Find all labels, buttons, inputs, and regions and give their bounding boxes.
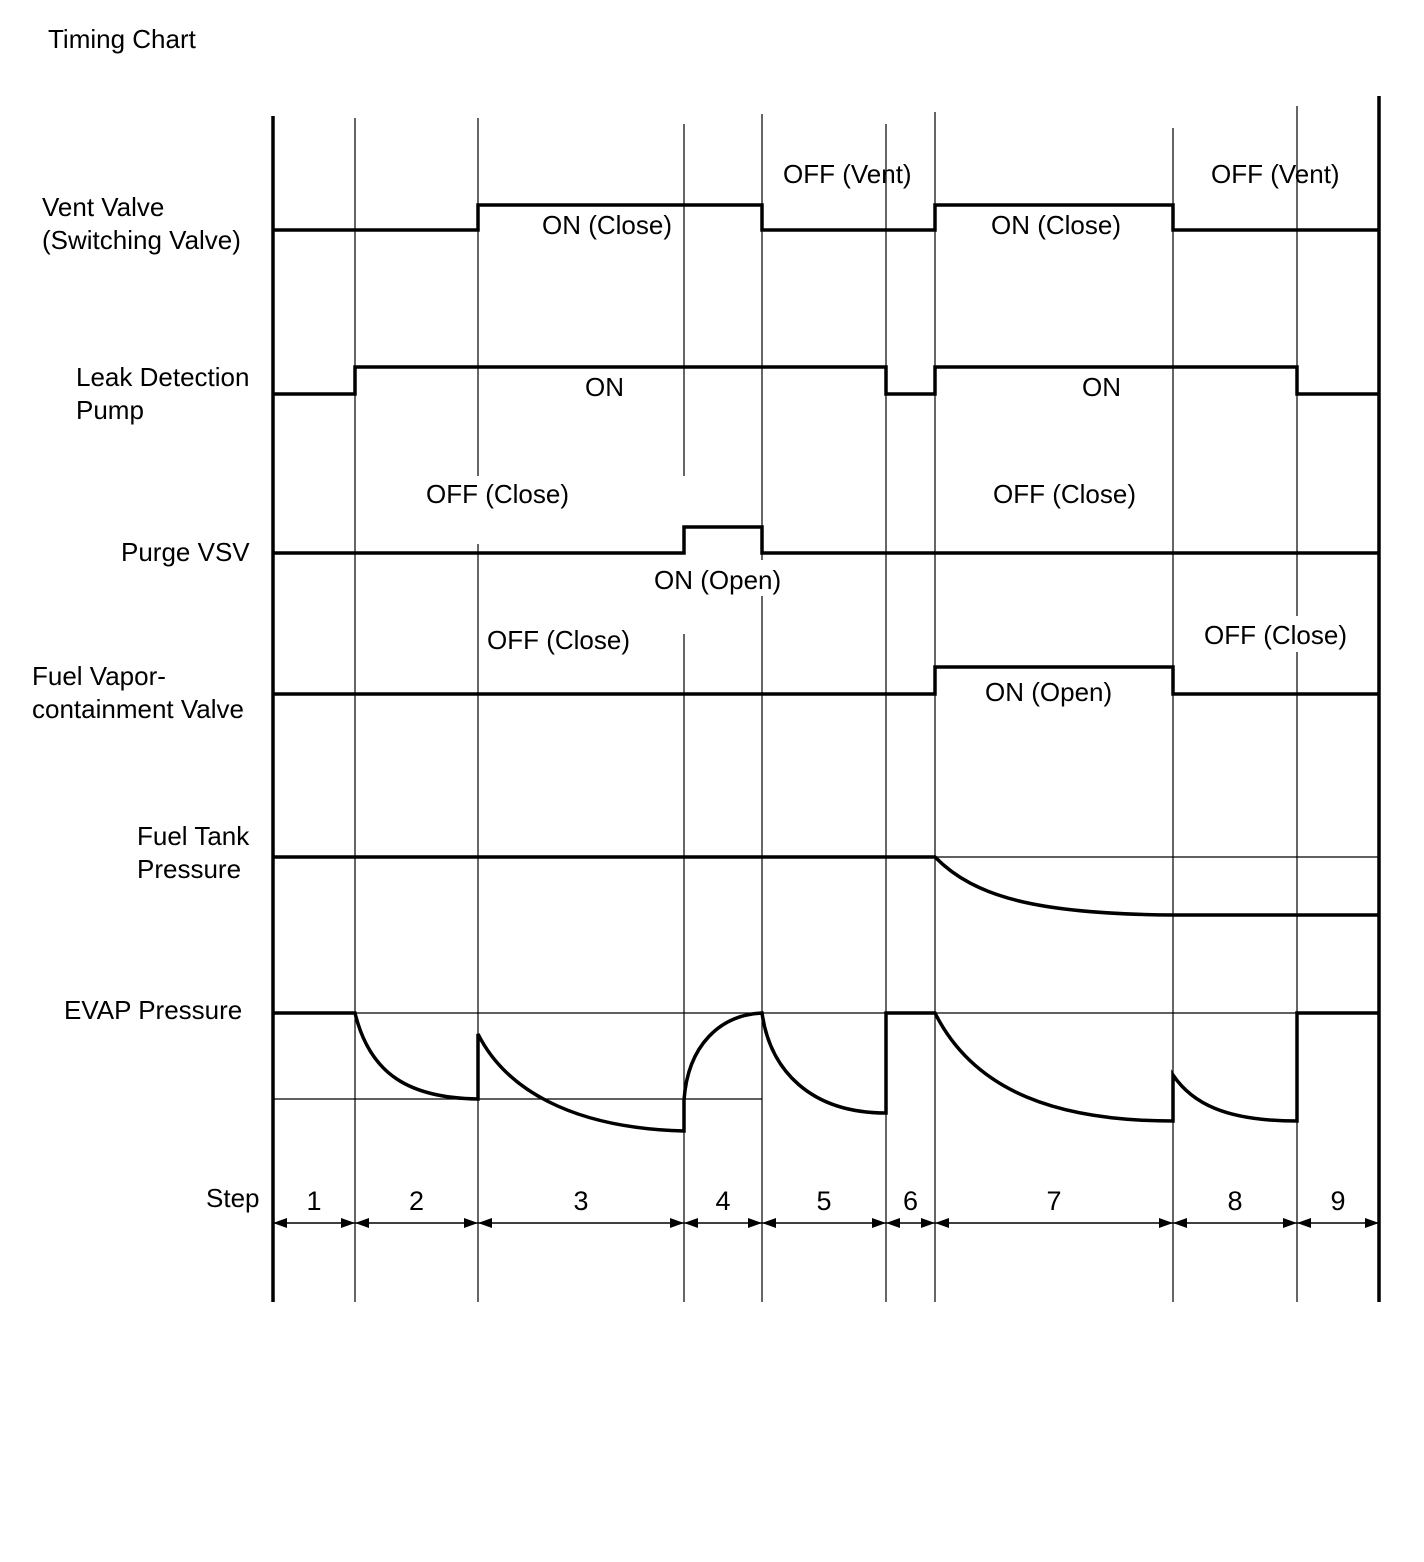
label-masks [420, 476, 1360, 654]
arrowhead-left-icon [1173, 1218, 1187, 1228]
arrowhead-right-icon [921, 1218, 935, 1228]
row-label-fvcv-line2: containment Valve [32, 694, 244, 724]
step-label: Step [206, 1183, 260, 1213]
row-label-fvcv-line1: Fuel Vapor- [32, 661, 166, 691]
arrowhead-left-icon [1297, 1218, 1311, 1228]
fvcv-state-label: OFF (Close) [487, 625, 630, 655]
fvcv-state-label: ON (Open) [985, 677, 1112, 707]
row-labels: Vent Valve (Switching Valve) Leak Detect… [32, 192, 250, 1025]
arrowhead-right-icon [1159, 1218, 1173, 1228]
arrowhead-right-icon [748, 1218, 762, 1228]
arrowhead-left-icon [886, 1218, 900, 1228]
step-dimension-arrows [273, 1218, 1379, 1228]
arrowhead-right-icon [464, 1218, 478, 1228]
purge-signal-trace [273, 525, 1379, 555]
arrowhead-right-icon [1365, 1218, 1379, 1228]
purge-state-label: OFF (Close) [993, 479, 1136, 509]
signal-traces [273, 203, 1379, 696]
row-label-evap: EVAP Pressure [64, 995, 242, 1025]
row-label-purge: Purge VSV [121, 537, 250, 567]
fuel-tank-pressure-trace [273, 855, 1379, 917]
arrowhead-left-icon [935, 1218, 949, 1228]
step-number: 2 [409, 1186, 424, 1216]
chart-title: Timing Chart [48, 24, 197, 54]
state-labels: ON (Close) OFF (Vent) ON (Close) OFF (Ve… [426, 159, 1347, 707]
step-number: 9 [1330, 1186, 1345, 1216]
arrowhead-left-icon [762, 1218, 776, 1228]
vent-state-label: OFF (Vent) [1211, 159, 1340, 189]
step-numbers: 1 2 3 4 5 6 7 8 9 [306, 1186, 1345, 1216]
pump-state-label: ON [585, 372, 624, 402]
row-label-vent-line1: Vent Valve [42, 192, 164, 222]
step-number: 3 [573, 1186, 588, 1216]
arrowhead-right-icon [872, 1218, 886, 1228]
arrowhead-left-icon [478, 1218, 492, 1228]
arrowhead-right-icon [670, 1218, 684, 1228]
arrowhead-left-icon [273, 1218, 287, 1228]
pump-state-label: ON [1082, 372, 1121, 402]
vent-state-label: OFF (Vent) [783, 159, 912, 189]
vent-state-label: ON (Close) [542, 210, 672, 240]
step-number: 1 [306, 1186, 321, 1216]
step-number: 5 [816, 1186, 831, 1216]
row-label-ftp-line2: Pressure [137, 854, 241, 884]
row-label-ftp-line1: Fuel Tank [137, 821, 250, 851]
fvcv-state-label: OFF (Close) [1204, 620, 1347, 650]
row-label-pump-line1: Leak Detection [76, 362, 249, 392]
arrowhead-right-icon [341, 1218, 355, 1228]
fvcv-signal-trace [273, 665, 1379, 696]
pump-signal-trace [273, 365, 1379, 396]
row-label-vent-line2: (Switching Valve) [42, 225, 241, 255]
arrowhead-left-icon [355, 1218, 369, 1228]
step-number: 4 [715, 1186, 730, 1216]
vent-signal-trace [273, 203, 1379, 232]
row-label-pump-line2: Pump [76, 395, 144, 425]
vent-state-label: ON (Close) [991, 210, 1121, 240]
step-number: 7 [1046, 1186, 1061, 1216]
step-row: Step 1 2 3 4 5 6 7 8 9 [206, 1183, 1379, 1228]
purge-state-label: OFF (Close) [426, 479, 569, 509]
step-number: 6 [903, 1186, 918, 1216]
purge-state-label: ON (Open) [654, 565, 781, 595]
arrowhead-right-icon [1283, 1218, 1297, 1228]
evap-pressure-trace [273, 1011, 1379, 1133]
pressure-traces [273, 855, 1379, 1133]
grid [271, 96, 1381, 1302]
step-number: 8 [1227, 1186, 1242, 1216]
arrowhead-left-icon [684, 1218, 698, 1228]
